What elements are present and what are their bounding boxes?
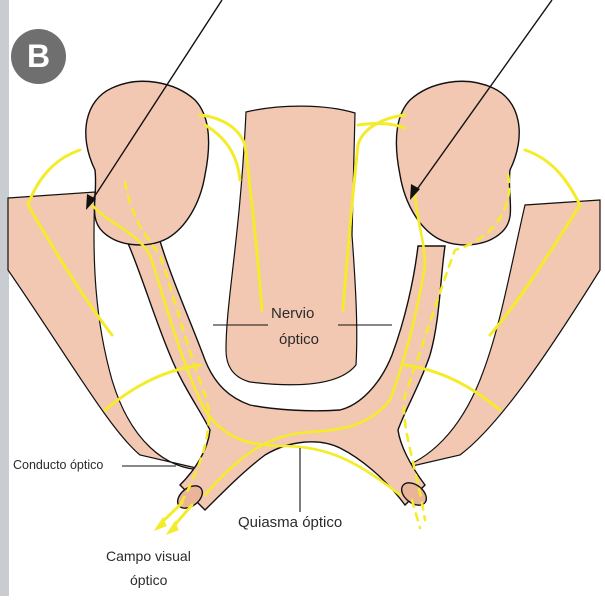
label-conducto-optico: Conducto óptico	[13, 458, 103, 472]
eyeball-right	[396, 81, 519, 245]
label-nervio-optico-1: Nervio	[271, 305, 314, 322]
label-quiasma-optico: Quiasma óptico	[238, 514, 342, 531]
label-nervio-optico-2: óptico	[279, 331, 319, 348]
left-margin-bar	[0, 0, 9, 596]
exit-arrowheads-left	[155, 518, 178, 534]
eyeball-left	[86, 81, 209, 245]
label-campo-visual-1: Campo visual	[106, 548, 191, 564]
nerve-line-left-upper	[205, 125, 240, 180]
panel-badge: B	[11, 29, 66, 84]
label-campo-visual-2: óptico	[130, 572, 167, 588]
